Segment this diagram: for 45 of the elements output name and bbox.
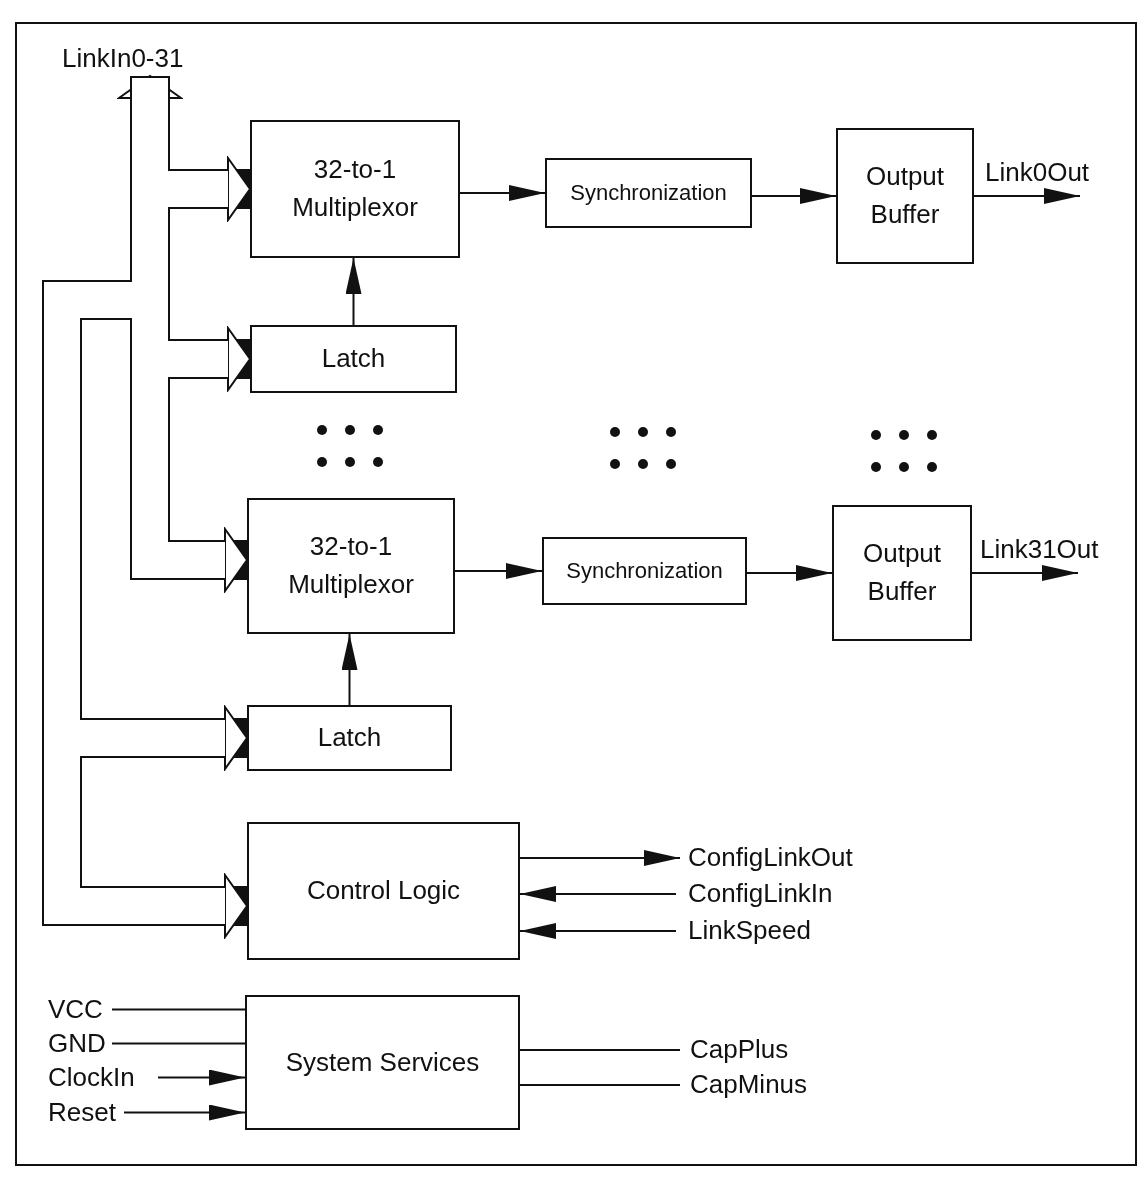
signal-label: Link31Out (980, 533, 1099, 566)
block-label: 32-to-1 Multiplexor (287, 530, 415, 601)
arrow (341, 633, 358, 706)
services-box (245, 995, 520, 1130)
signal-label: VCC (48, 992, 103, 1026)
latch-box (250, 325, 457, 393)
buffer-box (836, 128, 974, 264)
signal-label: ConfigLinkIn (688, 877, 833, 911)
block-label: Synchronization (570, 179, 727, 208)
block-label: Control Logic (306, 874, 461, 908)
arrow (123, 1104, 246, 1121)
block-label: Output Buffer (861, 537, 943, 608)
arrow (519, 886, 677, 902)
block-label: System Services (285, 1045, 480, 1079)
signal-label: ClockIn (48, 1060, 135, 1094)
arrow (454, 563, 543, 579)
process-box (542, 537, 747, 605)
arrow (519, 923, 677, 939)
block-label: Latch (317, 721, 382, 755)
arrow (459, 185, 546, 201)
multiplexor-box (250, 120, 460, 258)
arrow (973, 188, 1081, 204)
latch-box (247, 705, 452, 771)
block-label: Latch (321, 342, 386, 376)
block-label: 32-to-1 Multiplexor (291, 153, 419, 224)
signal-label: ConfigLinkOut (688, 841, 853, 875)
buffer-box (832, 505, 972, 641)
arrow (746, 565, 833, 581)
process-box (545, 158, 752, 228)
arrow (971, 565, 1079, 581)
block-label: Output Buffer (864, 160, 946, 231)
logic-box (247, 822, 520, 960)
signal-label: GND (48, 1026, 106, 1060)
multiplexor-box (247, 498, 455, 634)
arrow (157, 1069, 246, 1086)
signal-label: Reset (48, 1095, 116, 1129)
signal-label: Link0Out (985, 156, 1090, 189)
arrow (751, 188, 837, 204)
signal-label: LinkSpeed (688, 914, 811, 948)
arrow (345, 257, 362, 326)
signal-label: CapMinus (690, 1068, 808, 1102)
block-label: Synchronization (566, 557, 723, 586)
signal-label: CapPlus (690, 1033, 789, 1067)
arrow (519, 850, 681, 866)
signal-label: LinkIn0-31 (62, 42, 184, 75)
